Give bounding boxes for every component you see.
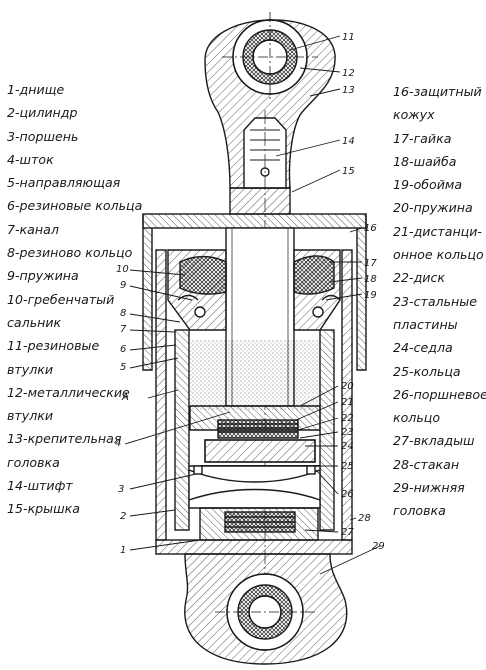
legend-item: 19-обойма: [393, 177, 463, 193]
callout-numbers: 11 12 13 14 15 16 17 18 19 10 9 8 7 6 5 …: [115, 32, 385, 556]
legend-item: 12-металлические: [7, 384, 130, 400]
valve-stack: [189, 405, 321, 467]
callout-1: 1: [120, 545, 126, 556]
legend-item: 20-пружина: [393, 200, 473, 216]
legend-item: 27-вкладыш: [393, 433, 475, 449]
callout-24: 24: [341, 441, 354, 452]
legend-item: 3-поршень: [7, 128, 79, 144]
legend-item: пластины: [393, 316, 458, 332]
callout-A: A: [121, 392, 129, 403]
gland-seal-assembly: [167, 249, 341, 331]
callout-3: 3: [118, 484, 124, 495]
legend-item: 13-крепительная: [7, 431, 122, 447]
legend-item: 15-крышка: [7, 501, 80, 517]
callout-5: 5: [120, 362, 126, 373]
legend-item: 14-штифт: [7, 478, 73, 494]
legend-item: 18-шайба: [393, 153, 457, 169]
legend-item: сальник: [7, 314, 62, 330]
callout-12: 12: [342, 68, 355, 79]
legend-item: 2-цилиндр: [7, 105, 78, 121]
lower-mounting-head: [155, 539, 353, 665]
legend-item: втулки: [7, 361, 54, 377]
callout-21: 21: [341, 397, 354, 408]
legend-item: 4-шток: [7, 151, 54, 167]
legend-item: 8-резиново кольцо: [7, 245, 133, 261]
callout-28: 28: [358, 513, 371, 524]
legend-item: 25-кольца: [393, 363, 461, 379]
callout-4: 4: [115, 438, 121, 449]
legend-item: онное кольцо: [393, 247, 484, 263]
callout-25: 25: [341, 461, 354, 472]
legend-item: втулки: [7, 408, 54, 424]
lower-valve: [199, 507, 319, 541]
legend-item: 23-стальные: [393, 293, 477, 309]
callout-22: 22: [341, 413, 354, 424]
callout-27: 27: [341, 527, 354, 538]
callout-23: 23: [341, 427, 354, 438]
legend-item: 17-гайка: [393, 130, 452, 146]
callout-16: 16: [364, 223, 377, 234]
callout-7: 7: [120, 324, 127, 335]
legend-item: кольцо: [393, 410, 441, 426]
callout-26: 26: [341, 489, 354, 500]
callout-11: 11: [342, 32, 355, 43]
callout-8: 8: [120, 308, 126, 319]
legend-item: 9-пружина: [7, 268, 79, 284]
callout-19: 19: [364, 290, 377, 301]
legend-item: 21-дистанци-: [393, 223, 482, 239]
legend-item: 28-стакан: [393, 456, 460, 472]
legend-item: 22-диск: [393, 270, 445, 286]
legend-item: кожух: [393, 107, 435, 123]
callout-10: 10: [116, 264, 129, 275]
cylinder-walls: [155, 249, 353, 541]
callout-2: 2: [120, 511, 126, 522]
legend-item: 11-резиновые: [7, 338, 100, 354]
legend-item: 7-канал: [7, 221, 59, 237]
leader-lines: [124, 35, 381, 575]
legend-item: 24-седла: [393, 340, 453, 356]
legend-right: 16-защитный кожух 17-гайка 18-шайба 19-о…: [393, 80, 486, 523]
legend-item: 1-днище: [7, 82, 65, 97]
legend-item: 6-резиновые кольца: [7, 198, 143, 214]
callout-17: 17: [364, 258, 377, 269]
legend-item: головка: [393, 503, 446, 519]
legend-item: 5-направляющая: [7, 175, 121, 191]
callout-9: 9: [120, 280, 126, 291]
legend-left: 1-днище 2-цилиндр 3-поршень 4-шток 5-нап…: [7, 78, 142, 521]
callout-13: 13: [342, 85, 355, 96]
callout-29: 29: [372, 541, 385, 552]
legend-item: головка: [7, 454, 60, 470]
legend-item: 26-поршневое: [393, 386, 486, 402]
callout-18: 18: [364, 274, 377, 285]
upper-mounting-head: [204, 12, 336, 189]
piston: [188, 465, 321, 509]
fluid-chamber: [189, 340, 320, 410]
callout-6: 6: [120, 344, 126, 355]
callout-14: 14: [342, 136, 355, 147]
callout-15: 15: [342, 166, 355, 177]
legend-item: 10-гребенчатый: [7, 291, 115, 307]
callout-20: 20: [341, 381, 354, 392]
legend-item: 16-защитный: [393, 84, 482, 99]
legend-item: 29-нижняя: [393, 480, 465, 496]
